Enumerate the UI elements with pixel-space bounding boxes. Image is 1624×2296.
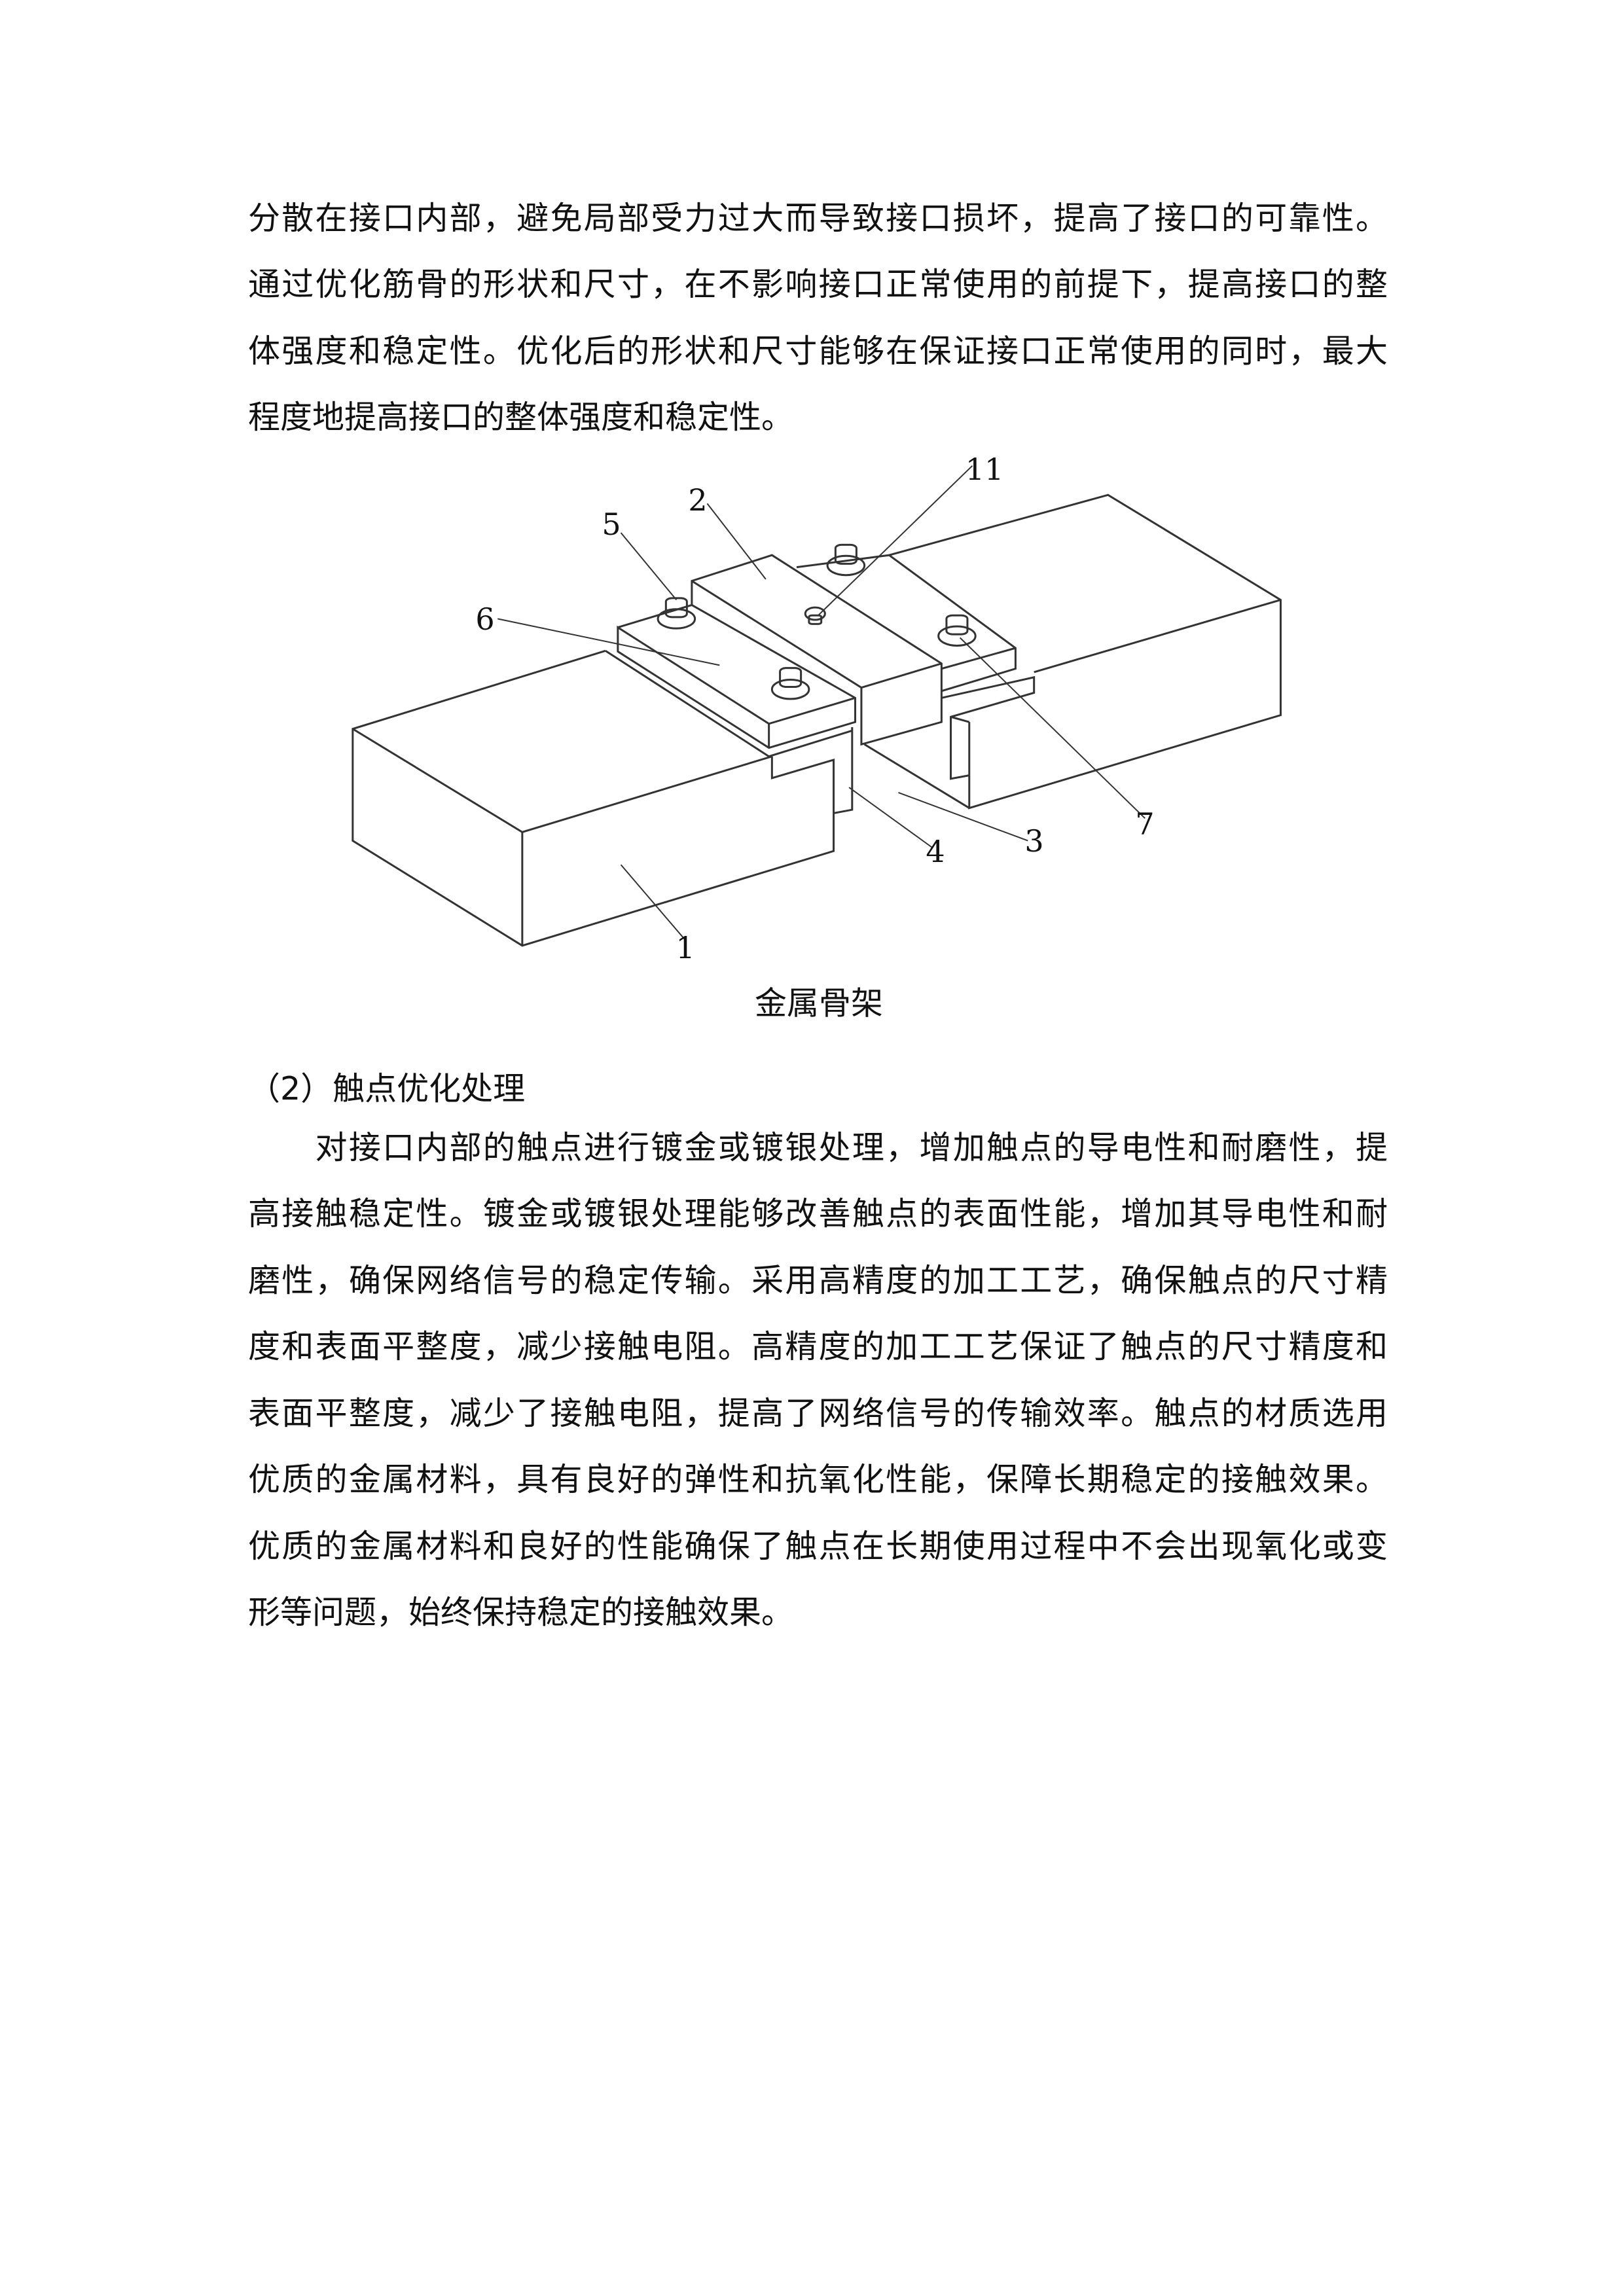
text-line: 高接触稳定性。镀金或镀银处理能够改善触点的表面性能，增加其导电性和耐 bbox=[248, 1195, 1388, 1232]
text-line: 对接口内部的触点进行镀金或镀银处理，增加触点的导电性和耐磨性，提 bbox=[248, 1129, 1388, 1166]
label-3: 3 bbox=[1024, 823, 1044, 859]
label-1: 1 bbox=[676, 930, 695, 965]
label-5: 5 bbox=[602, 507, 621, 542]
figure-caption: 金属骨架 bbox=[754, 984, 884, 1022]
label-11: 11 bbox=[965, 452, 1004, 487]
label-4: 4 bbox=[926, 834, 945, 869]
text-line: 优质的金属材料和良好的性能确保了触点在长期使用过程中不会出现氧化或变 bbox=[248, 1528, 1388, 1565]
text-line: 磨性，确保网络信号的稳定传输。采用高精度的加工工艺，确保触点的尺寸精 bbox=[248, 1262, 1388, 1299]
label-7: 7 bbox=[1135, 806, 1155, 842]
section-heading: （2）触点优化处理 bbox=[248, 1070, 526, 1107]
text-line: 度和表面平整度，减少接触电阻。高精度的加工工艺保证了触点的尺寸精度和 bbox=[248, 1328, 1388, 1365]
text-line: 分散在接口内部，避免局部受力过大而导致接口损坏，提高了接口的可靠性。 bbox=[248, 200, 1388, 237]
text-line: 体强度和稳定性。优化后的形状和尺寸能够在保证接口正常使用的同时，最大 bbox=[248, 332, 1388, 370]
figure-drawing bbox=[340, 445, 1296, 982]
text-line: 通过优化筋骨的形状和尺寸，在不影响接口正常使用的前提下，提高接口的整 bbox=[248, 266, 1388, 303]
text-line: 优质的金属材料，具有良好的弹性和抗氧化性能，保障长期稳定的接触效果。 bbox=[248, 1461, 1388, 1498]
text-line: 程度地提高接口的整体强度和稳定性。 bbox=[248, 399, 794, 436]
label-2: 2 bbox=[688, 482, 708, 518]
text-line: 表面平整度，减少了接触电阻，提高了网络信号的传输效率。触点的材质选用 bbox=[248, 1395, 1388, 1432]
label-6: 6 bbox=[475, 601, 495, 637]
text-line: 形等问题，始终保持稳定的接触效果。 bbox=[248, 1594, 794, 1631]
metal-frame-figure: 11 2 5 6 7 3 4 1 bbox=[340, 445, 1296, 982]
bolt-icon bbox=[658, 545, 975, 698]
